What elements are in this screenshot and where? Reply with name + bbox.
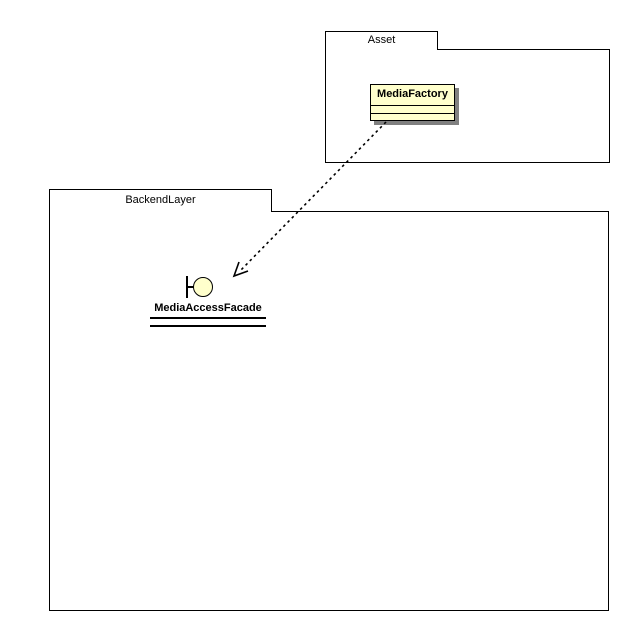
package-seam-asset [326, 48, 437, 50]
interface-socket-bar [186, 276, 188, 298]
interface-rule-top [150, 317, 266, 319]
package-body-backendlayer[interactable] [49, 211, 609, 611]
class-operations-compartment [371, 114, 454, 121]
interface-lollipop-mediaaccessfacade[interactable] [186, 276, 214, 298]
package-label-asset: Asset [367, 34, 396, 46]
package-tab-backendlayer[interactable]: BackendLayer [49, 189, 272, 212]
interface-ball-icon [193, 277, 213, 297]
class-box-mediafactory[interactable]: MediaFactory [370, 84, 455, 121]
interface-label-mediaaccessfacade: MediaAccessFacade [154, 302, 262, 314]
class-name-mediafactory: MediaFactory [371, 85, 454, 106]
interface-stem [188, 286, 194, 288]
package-body-asset[interactable] [325, 49, 610, 163]
package-label-backendlayer: BackendLayer [125, 194, 196, 206]
interface-rule-bottom [150, 325, 266, 327]
class-attributes-compartment [371, 106, 454, 114]
package-seam-backendlayer [50, 210, 271, 212]
